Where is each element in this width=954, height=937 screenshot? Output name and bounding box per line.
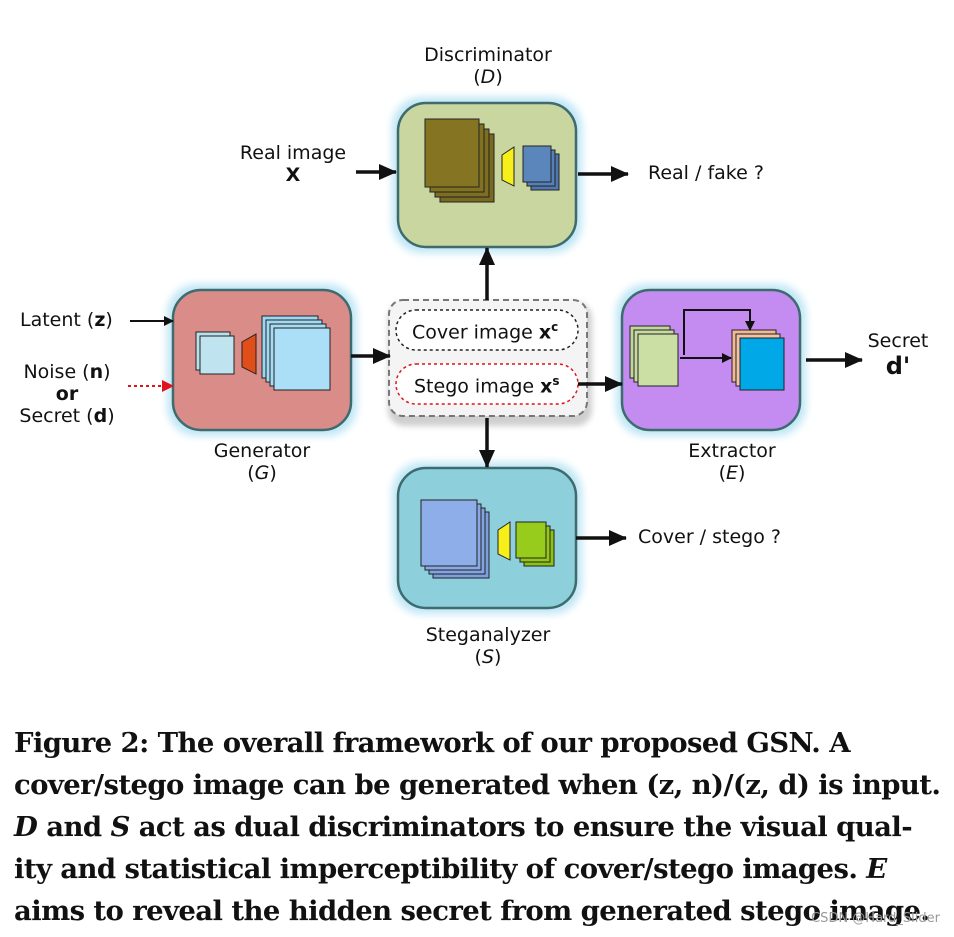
generator-box (167, 284, 357, 436)
real-fake-label: Real / fake ? (648, 162, 764, 184)
discriminator-name: Discriminator (424, 44, 552, 66)
cover-stego-label: Cover / stego ? (638, 526, 781, 548)
real-image-var: X (285, 164, 301, 186)
caption-and: and (37, 811, 111, 843)
cover-image-var: x (538, 321, 552, 344)
or-text: or (55, 383, 79, 405)
center-image-box (388, 299, 592, 426)
noise-prefix: Noise ( (23, 361, 90, 383)
extractor-output-stack-icon (731, 329, 785, 391)
steganalyzer-name: Steganalyzer (425, 624, 551, 646)
noise-or-secret-label: Noise (n) or Secret (d) (12, 361, 122, 427)
secret-output-label: Secret d' (856, 330, 940, 380)
generator-conv-icon (241, 333, 257, 375)
generator-name: Generator (213, 440, 311, 462)
discriminator-output-stack-icon (522, 145, 560, 191)
discriminator-feature-stack-icon (424, 118, 495, 203)
discriminator-conv-icon (501, 146, 515, 187)
latent-var: z (94, 309, 106, 331)
caption-e: E (866, 853, 887, 885)
caption-line-4: ity and statistical imperceptibility of … (14, 848, 944, 890)
caption-line-3-rest: act as dual discriminators to ensure the… (129, 811, 913, 843)
cover-image-label: Cover image xc (412, 320, 558, 343)
secret-prefix: Secret ( (19, 405, 94, 427)
secret-var: d (93, 405, 108, 427)
extractor-box (616, 284, 806, 436)
cover-image-text: Cover image (412, 321, 539, 344)
noise-var: n (89, 361, 104, 383)
steganalyzer-box (392, 462, 582, 614)
steganalyzer-output-stack-icon (515, 521, 555, 567)
stego-image-text: Stego image (414, 375, 541, 398)
secret-output-var: d' (885, 352, 911, 380)
extractor-symbol: E (725, 462, 738, 484)
watermark: CSDN @Hard_Slider (811, 911, 940, 926)
caption-d: D (14, 811, 38, 843)
real-image-text: Real image (239, 142, 347, 164)
generator-output-stack-icon (261, 315, 331, 391)
caption-line-5: aims to reveal the hidden secret from ge… (14, 895, 930, 927)
latent-label: Latent (z) (20, 309, 113, 331)
stego-image-var: x (540, 375, 553, 398)
discriminator-symbol: D (480, 66, 496, 88)
cover-image-sup: c (551, 320, 559, 334)
stego-image-label: Stego image xs (414, 374, 560, 397)
caption-line-3: D and S act as dual discriminators to en… (14, 806, 944, 848)
extractor-skip-arrow (683, 309, 755, 355)
noise-line: Noise (n) (12, 361, 122, 383)
generator-symbol: G (254, 462, 270, 484)
generator-input-stack-icon (195, 331, 235, 375)
caption-line-1: Figure 2: The overall framework of our p… (14, 727, 851, 759)
stego-image-sup: s (552, 374, 560, 388)
steganalyzer-symbol: S (481, 646, 495, 668)
framework-diagram (128, 97, 863, 614)
extractor-name: Extractor (688, 440, 776, 462)
generator-label: Generator (G) (192, 440, 332, 484)
stego-image-pill (395, 363, 579, 405)
real-image-label: Real image X (228, 142, 358, 186)
discriminator-label: Discriminator (D) (418, 44, 558, 88)
caption-line-4-main: ity and statistical imperceptibility of … (14, 853, 867, 885)
caption-line-2: cover/stego image can be generated when … (14, 769, 941, 801)
steganalyzer-conv-icon (497, 521, 511, 561)
noise-suffix: ) (103, 361, 111, 383)
latent-suffix: ) (105, 309, 113, 331)
latent-prefix: Latent ( (20, 309, 95, 331)
figure-caption: Figure 2: The overall framework of our p… (14, 722, 944, 932)
secret-suffix: ) (107, 405, 115, 427)
extractor-input-stack-icon (629, 325, 679, 387)
steganalyzer-label: Steganalyzer (S) (408, 624, 568, 668)
secret-line: Secret (d) (12, 405, 122, 427)
caption-s: S (110, 811, 130, 843)
discriminator-box (392, 97, 582, 253)
cover-image-pill (395, 309, 579, 351)
extractor-label: Extractor (E) (662, 440, 802, 484)
steganalyzer-feature-stack-icon (420, 499, 490, 579)
secret-output-text: Secret (867, 330, 929, 352)
